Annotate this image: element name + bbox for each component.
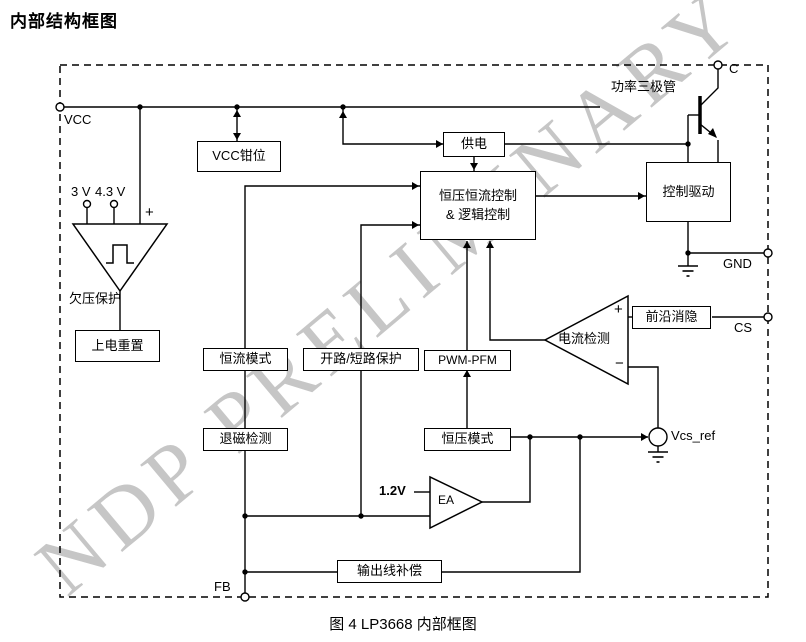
label-current-detect: 电流检测 xyxy=(558,331,611,346)
chip-boundary xyxy=(59,64,769,598)
block-open-short-protect: 开路/短路保护 xyxy=(303,348,419,371)
terminals xyxy=(55,60,773,602)
block-cc-mode: 恒流模式 xyxy=(203,348,288,371)
hysteresis-icon xyxy=(106,244,134,264)
block-output-line-comp: 输出线补偿 xyxy=(337,560,442,583)
label-comparator-plus: + xyxy=(145,204,154,221)
label-cs-pin: CS xyxy=(734,320,753,335)
label-cs-comp-minus: − xyxy=(615,355,624,372)
error-amplifier xyxy=(429,475,484,530)
label-gnd-pin: GND xyxy=(723,256,752,271)
ground-symbol-drive xyxy=(678,265,698,277)
label-error-amp: EA xyxy=(438,493,455,507)
block-control-drive: 控制驱动 xyxy=(646,162,731,222)
current-sense-comparator xyxy=(543,294,629,386)
vref-source-icon xyxy=(648,427,668,447)
label-3v-threshold: 3 V xyxy=(71,184,91,199)
block-supply: 供电 xyxy=(443,132,505,157)
terminal-vcc xyxy=(55,102,65,112)
undervoltage-comparator xyxy=(71,223,169,293)
block-cv-mode: 恒压模式 xyxy=(424,428,511,451)
terminal-cs xyxy=(763,312,773,322)
label-1v2-reference: 1.2V xyxy=(379,483,406,498)
block-leading-edge-blanking: 前沿消隐 xyxy=(632,306,711,329)
label-4v3-threshold: 4.3 V xyxy=(95,184,126,199)
block-vcc-clamp: VCC钳位 xyxy=(197,141,281,172)
block-power-on-reset: 上电重置 xyxy=(75,330,160,362)
label-fb-pin: FB xyxy=(214,579,231,594)
arrowheads xyxy=(233,110,717,441)
label-c-pin: C xyxy=(729,61,739,76)
terminal-c xyxy=(713,60,723,70)
label-vcs-ref: Vcs_ref xyxy=(671,428,716,443)
ground-symbol-vref xyxy=(648,451,668,463)
terminal-3v xyxy=(82,199,92,209)
junction-dots xyxy=(137,104,691,575)
block-demag-detect: 退磁检测 xyxy=(203,428,288,451)
block-cvcc-logic-control: 恒压恒流控制 & 逻辑控制 xyxy=(420,171,536,240)
label-undervoltage-protect: 欠压保护 xyxy=(69,291,122,306)
label-vcc-pin: VCC xyxy=(64,112,92,127)
terminal-fb xyxy=(240,592,250,602)
block-pwm-pfm: PWM-PFM xyxy=(424,350,511,371)
terminal-43v xyxy=(109,199,119,209)
label-power-transistor: 功率三极管 xyxy=(611,79,677,94)
wires xyxy=(60,69,764,593)
terminal-gnd xyxy=(763,248,773,258)
page-title: 内部结构框图 xyxy=(10,12,118,31)
label-cs-comp-plus: + xyxy=(614,301,623,318)
figure-caption: 图 4 LP3668 内部框图 xyxy=(329,616,477,633)
